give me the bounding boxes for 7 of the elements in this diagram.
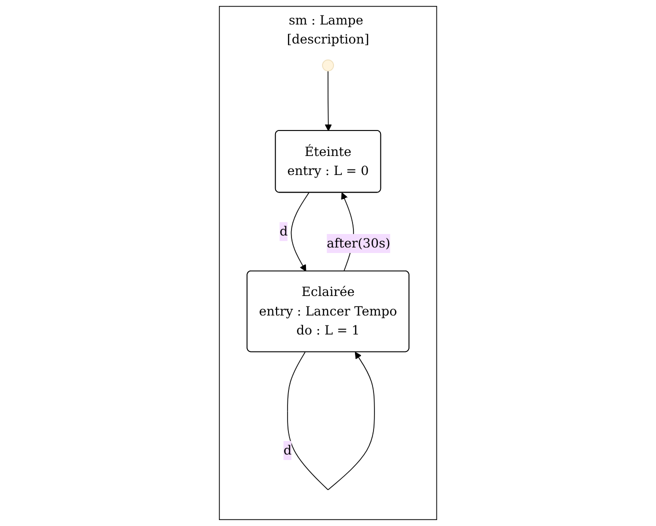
edge-label: d [284, 442, 292, 458]
edge-label: after(30s) [326, 236, 390, 251]
arrow [324, 70, 332, 132]
arrow [290, 192, 310, 272]
edge-label: d [280, 224, 288, 239]
node-circle [322, 59, 334, 72]
arrow [287, 352, 375, 490]
